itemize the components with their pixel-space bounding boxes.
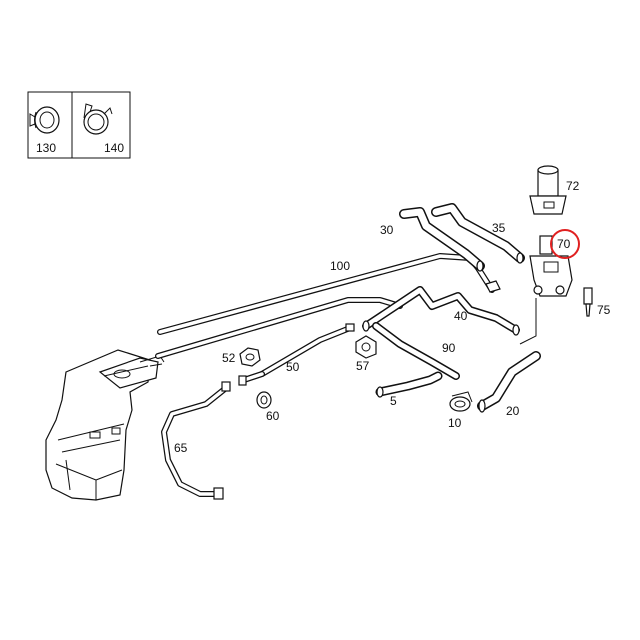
callout-65: 65 (174, 441, 188, 455)
callout-5: 5 (390, 394, 397, 408)
highlight-circle (550, 229, 580, 259)
spring-clamp-icon (83, 103, 113, 135)
hose-40 (362, 286, 520, 336)
callout-50: 50 (286, 360, 300, 374)
callout-90: 90 (442, 341, 456, 355)
callout-30: 30 (380, 223, 394, 237)
part-60-grommet (256, 391, 272, 409)
hose-30 (399, 207, 485, 272)
part-72-pump (529, 165, 567, 215)
hose-20 (477, 351, 541, 413)
fluid-reservoir (45, 349, 165, 501)
callout-70: 70 (557, 237, 571, 251)
part-10-connector (449, 391, 473, 412)
hose-90 (372, 322, 460, 380)
connector-line (519, 298, 537, 345)
legend-label-140: 140 (104, 141, 124, 155)
callout-60: 60 (266, 409, 280, 423)
callout-20: 20 (506, 404, 520, 418)
callout-35: 35 (492, 221, 506, 235)
callout-40: 40 (454, 309, 468, 323)
callout-72: 72 (566, 179, 580, 193)
hose-35 (431, 203, 525, 264)
callout-75: 75 (597, 303, 611, 317)
part-52-nut (239, 347, 261, 367)
hose-clamp-band-icon (29, 106, 60, 134)
legend-box: 130 140 (27, 91, 131, 159)
legend-label-130: 130 (36, 141, 56, 155)
hose-5 (375, 371, 443, 398)
hose-50 (155, 297, 403, 386)
callout-10: 10 (448, 416, 462, 430)
callout-100: 100 (330, 259, 350, 273)
part-57-clip (355, 335, 377, 359)
part-75-sensor (583, 287, 593, 317)
hose-65 (161, 381, 231, 500)
callout-57: 57 (356, 359, 370, 373)
callout-52: 52 (222, 351, 236, 365)
